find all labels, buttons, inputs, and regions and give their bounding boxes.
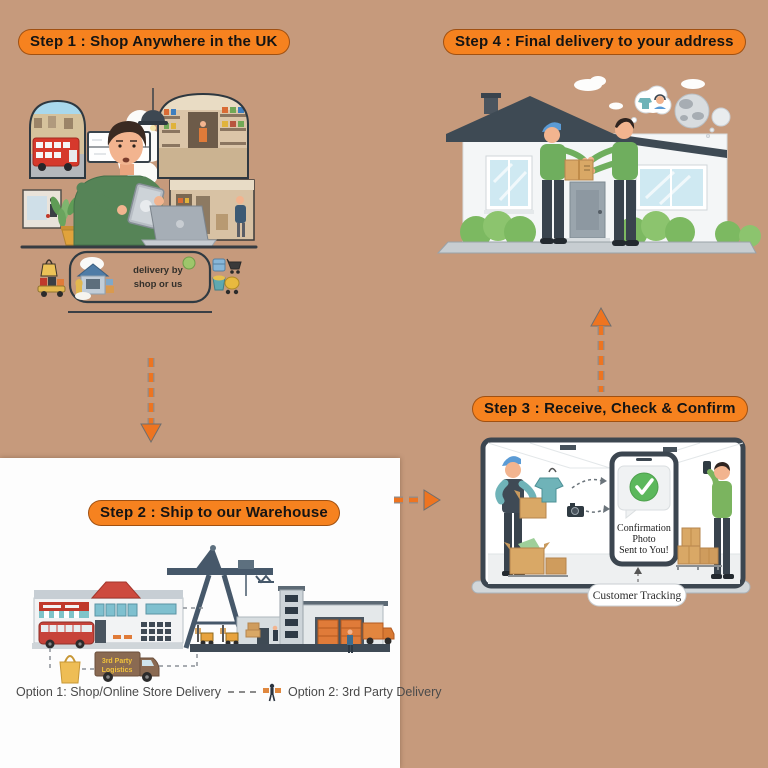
step1-illustration <box>20 88 258 249</box>
check-circle-icon <box>629 472 659 502</box>
delivery-note-line1: delivery by <box>133 265 183 276</box>
warehouse <box>236 586 388 651</box>
chimney <box>484 96 498 114</box>
left-window <box>484 155 534 214</box>
window-grid <box>141 622 171 641</box>
customer-with-phone <box>703 461 734 579</box>
shopping-bag <box>59 655 81 684</box>
green-ball-icon <box>182 256 196 270</box>
step2-illustration: 3rd Party Logistics <box>32 545 395 684</box>
box-stack-left <box>504 538 568 577</box>
phone-text-line1: Confirmation <box>617 523 671 534</box>
route-dashes <box>49 607 207 670</box>
van-label-line1: 3rd Party <box>102 658 132 665</box>
step2-title: Step 2 : Ship to our Warehouse <box>88 500 340 526</box>
toy-cart-icon <box>224 276 240 295</box>
step1-delivery-strip: delivery by shop or us <box>37 250 242 313</box>
teal-shirt <box>534 467 564 503</box>
front-door <box>566 181 610 243</box>
step1-title: Step 1 : Shop Anywhere in the UK <box>18 29 290 55</box>
loaded-cart-icon <box>37 277 66 297</box>
option2-text: Option 2: 3rd Party Delivery <box>287 685 442 699</box>
pendant-lamp <box>138 88 168 131</box>
storefront-photo <box>22 189 62 229</box>
step3-illustration: Confirmation Photo Sent to You! <box>471 437 751 607</box>
step4-illustration <box>436 76 761 254</box>
bucket-icon <box>212 275 226 291</box>
shopping-bag-icon <box>40 259 58 277</box>
shopping-cart-icon <box>226 258 242 274</box>
orange-truck <box>362 622 395 645</box>
camera-icon <box>567 503 584 517</box>
sidewalk <box>436 241 757 254</box>
dashed-separator <box>227 691 256 693</box>
step3-title: Step 3 : Receive, Check & Confirm <box>472 396 748 422</box>
shirt-icon <box>638 98 652 109</box>
confirmation-phone: Confirmation Photo Sent to You! <box>609 451 679 567</box>
tracking-label: Customer Tracking <box>593 590 682 602</box>
red-double-decker-bus <box>32 137 80 171</box>
option1-text: Option 1: Shop/Online Store Delivery <box>16 685 221 699</box>
clouds <box>574 76 705 110</box>
shop-building <box>32 581 184 649</box>
dock-workers <box>272 625 353 653</box>
red-bus <box>38 621 95 649</box>
van-label-line2: Logistics <box>102 667 133 674</box>
dock-platform <box>190 644 390 652</box>
support-agent-icon <box>656 96 664 104</box>
flow-dashes <box>571 478 606 513</box>
phone-text-line3: Sent to You! <box>619 545 669 556</box>
uk-street-bubble <box>29 99 86 179</box>
arrow-step2-to-step3 <box>394 489 441 511</box>
porter-icon <box>262 683 281 702</box>
thought-bubble <box>628 85 672 129</box>
parcel-icon <box>212 258 226 272</box>
warehouse-ceiling <box>487 442 744 469</box>
globe-icon <box>674 93 731 138</box>
customer-tracking-badge: Customer Tracking <box>587 583 687 607</box>
box-stack-right <box>676 527 722 570</box>
crane <box>167 545 274 649</box>
package-box <box>564 159 594 181</box>
shop-interior-bubble <box>157 92 249 179</box>
step4-title: Step 4 : Final delivery to your address <box>443 29 746 55</box>
delivery-note-box: delivery by shop or us <box>68 250 212 304</box>
step2-panel: Step 2 : Ship to our Warehouse <box>0 458 442 768</box>
logistics-van: 3rd Party Logistics <box>94 651 160 682</box>
house-icon <box>76 263 110 295</box>
arrow-step1-to-step2 <box>140 358 162 444</box>
options-caption: Option 1: Shop/Online Store Delivery Opt… <box>16 682 442 702</box>
right-window <box>635 164 708 211</box>
bushes <box>460 211 761 248</box>
awning <box>39 611 89 618</box>
arrow-step3-to-step4 <box>590 306 612 392</box>
delivery-note-line2: shop or us <box>134 279 183 290</box>
delivery-men <box>540 118 639 246</box>
phone-text-line2: Photo <box>632 534 655 545</box>
